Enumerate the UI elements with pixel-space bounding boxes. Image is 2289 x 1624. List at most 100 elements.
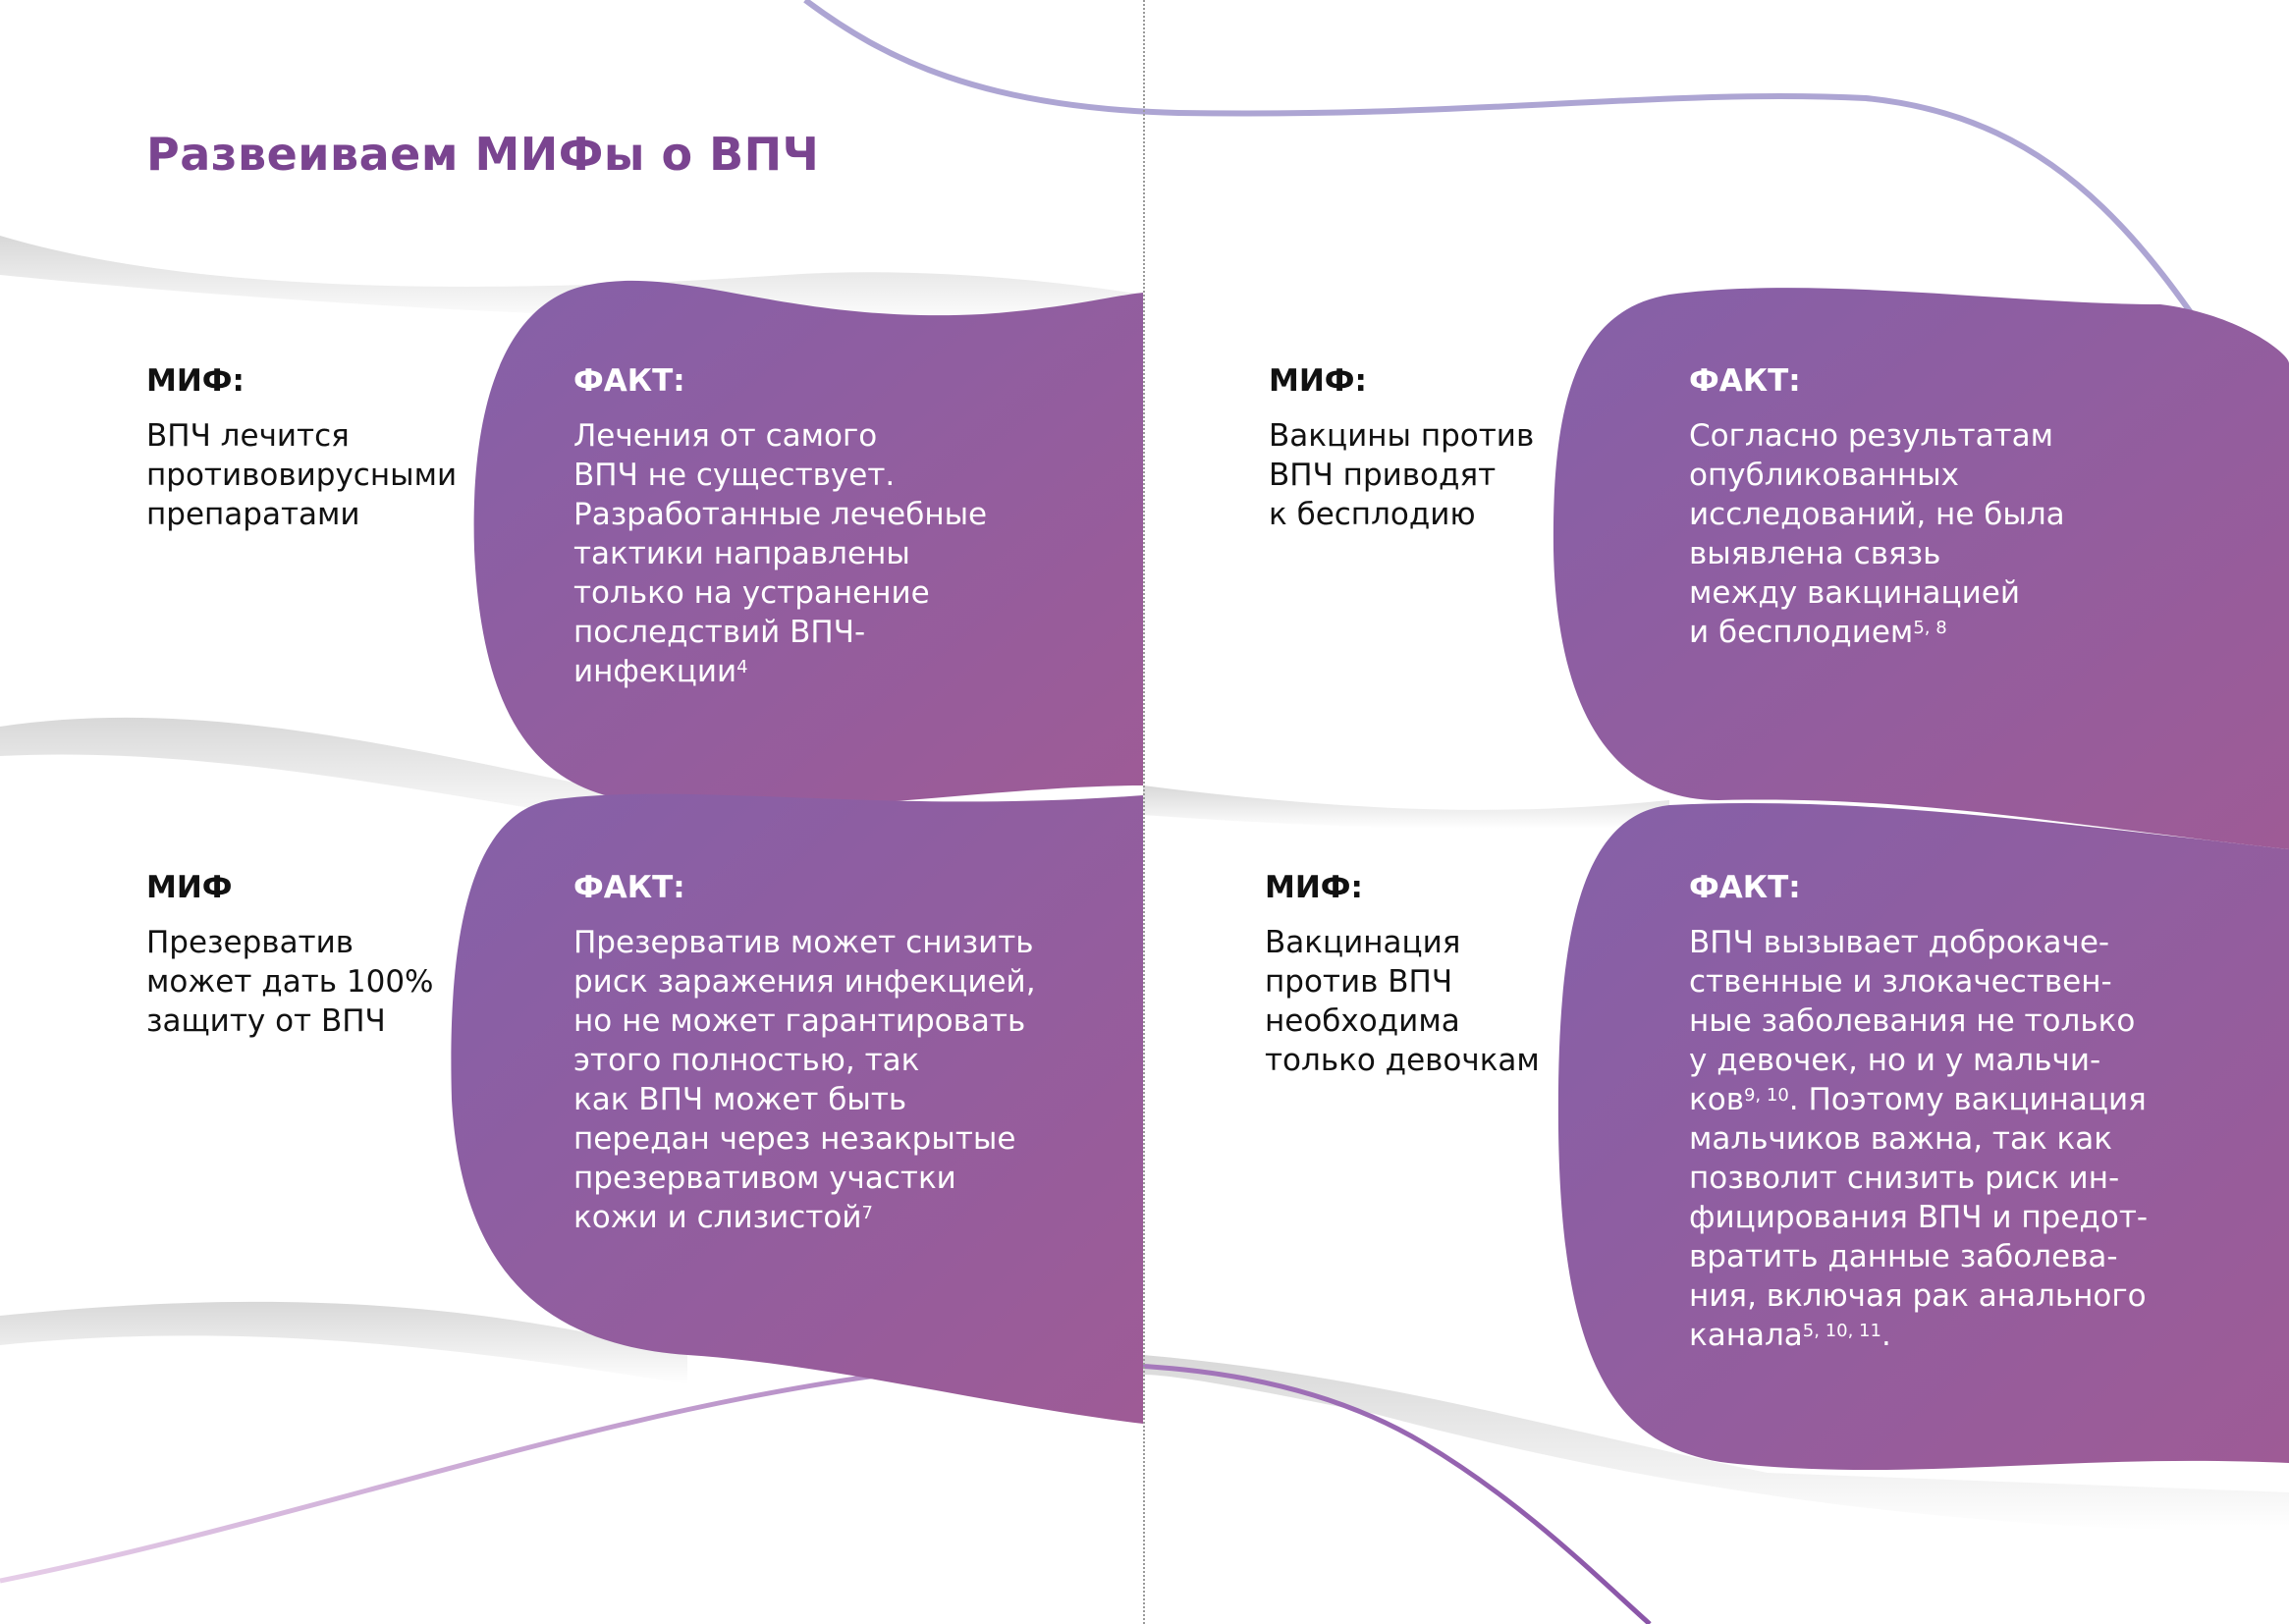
fact-label: ФАКТ: (573, 363, 685, 399)
fact-text: последствий ВПЧ- (573, 615, 866, 650)
myth-label: МИФ: (146, 363, 245, 399)
fact-text: и бесплодием (1689, 615, 1914, 650)
fact-text: ВПЧ не существует. (573, 458, 896, 493)
wave-shadow (0, 236, 1143, 324)
myth-text-line: ВПЧ приводят (1269, 458, 1497, 493)
fact-text: выявлена связь (1689, 536, 1941, 571)
fact-text-line: тактики направлены (573, 534, 987, 573)
fact-text: . (1880, 1318, 1891, 1353)
fact-text: опубликованных (1689, 458, 1959, 493)
fact-text: между вакцинацией (1689, 575, 2020, 611)
fact-text: передан через незакрытые (573, 1121, 1016, 1157)
myth-text-line: противовирусными (146, 458, 458, 493)
fact-text-line: между вакцинацией (1689, 573, 2065, 613)
fact-text: презервативом участки (573, 1161, 956, 1196)
fact-text: исследований, не была (1689, 497, 2065, 532)
fact-text-line: ственные и злокачествен- (1689, 962, 2148, 1001)
reference-superscript: 9, 10 (1743, 1085, 1789, 1106)
fact-text: Согласно результатам (1689, 418, 2054, 454)
page-fold-line (1143, 0, 1145, 1624)
myth-text-line: Вакцинация (1265, 925, 1461, 960)
fact-text: кожи и слизистой (573, 1200, 862, 1235)
myth-text-line: необходима (1265, 1003, 1460, 1039)
fact-blob-1 (473, 280, 1143, 809)
fact-text: у девочек, но и у мальчи- (1689, 1043, 2101, 1078)
fact-text-line: как ВПЧ может быть (573, 1080, 1036, 1119)
fact-label: ФАКТ: (1689, 870, 1801, 905)
fact-text-line: только на устранение (573, 573, 987, 613)
fact-text-line: исследований, не была (1689, 495, 2065, 534)
reference-superscript: 4 (736, 657, 748, 677)
page-title: Развеиваем МИФы о ВПЧ (146, 128, 820, 181)
fact-text-line: кожи и слизистой7 (573, 1198, 1036, 1237)
fact-text-line: Лечения от самого (573, 416, 987, 456)
fact-text-line: мальчиков важна, так как (1689, 1119, 2148, 1159)
fact-text: Разработанные лечебные (573, 497, 988, 532)
fact-text-line: Разработанные лечебные (573, 495, 987, 534)
fact-label: ФАКТ: (1689, 363, 1801, 399)
fact-text-line: опубликованных (1689, 456, 2065, 495)
myth-label: МИФ: (1269, 363, 1367, 399)
fact-text-line: риск заражения инфекцией, (573, 962, 1036, 1001)
fact-text-line: у девочек, но и у мальчи- (1689, 1041, 2148, 1080)
wave-shadow (1143, 1355, 2289, 1532)
myth-text-line: защиту от ВПЧ (146, 1003, 386, 1039)
myth-text-line: к бесплодию (1269, 497, 1476, 532)
fact-text: Лечения от самого (573, 418, 878, 454)
reference-superscript: 5, 10, 11 (1802, 1321, 1881, 1341)
reference-superscript: 5, 8 (1913, 618, 1947, 638)
fact-text-line: выявлена связь (1689, 534, 2065, 573)
fact-text-line: этого полностью, так (573, 1041, 1036, 1080)
fact-text: ВПЧ вызывает доброкаче- (1689, 925, 2110, 960)
fact-blob-4 (1557, 803, 2289, 1471)
fact-text-line: передан через незакрытые (573, 1119, 1036, 1159)
fact-text: риск заражения инфекцией, (573, 964, 1036, 1000)
myth-text-line: только девочкам (1265, 1043, 1540, 1078)
myth-block: МИФ: ВПЧ лечится противовирусными препарата… (146, 361, 457, 534)
fact-text: ков (1689, 1082, 1744, 1117)
fact-text-line: но не может гарантировать (573, 1001, 1036, 1041)
myth-text-line: может дать 100% (146, 964, 434, 1000)
fact-text: но не может гарантировать (573, 1003, 1026, 1039)
myth-text-line: против ВПЧ (1265, 964, 1453, 1000)
fact-text: этого полностью, так (573, 1043, 920, 1078)
fact-text-line: и бесплодием5, 8 (1689, 613, 2065, 652)
fact-text: мальчиков важна, так как (1689, 1121, 2112, 1157)
fact-text: канала (1689, 1318, 1803, 1353)
fact-text-line: позволит снизить риск ин- (1689, 1159, 2148, 1198)
myth-label: МИФ: (1265, 870, 1363, 905)
fact-text: Презерватив может снизить (573, 925, 1034, 960)
fact-text-line: фицирования ВПЧ и предот- (1689, 1198, 2148, 1237)
fact-text: ния, включая рак анального (1689, 1278, 2147, 1314)
fact-text-line: Согласно результатам (1689, 416, 2065, 456)
fact-text: ные заболевания не только (1689, 1003, 2136, 1039)
reference-superscript: 7 (861, 1203, 873, 1223)
fact-blob-2 (1553, 288, 2289, 849)
fact-text-line: ВПЧ вызывает доброкаче- (1689, 923, 2148, 962)
wave-shadow (0, 1301, 687, 1384)
fact-text: вратить данные заболева- (1689, 1239, 2118, 1274)
fact-text-line: презервативом участки (573, 1159, 1036, 1198)
fact-text: фицирования ВПЧ и предот- (1689, 1200, 2149, 1235)
myth-label: МИФ (146, 870, 233, 905)
fact-text-line: вратить данные заболева- (1689, 1237, 2148, 1276)
fact-text-line: Презерватив может снизить (573, 923, 1036, 962)
fact-text: только на устранение (573, 575, 930, 611)
fact-text: . Поэтому вакцинация (1788, 1082, 2147, 1117)
fact-text: как ВПЧ может быть (573, 1082, 907, 1117)
myth-text-line: препаратами (146, 497, 360, 532)
fact-text-line: ния, включая рак анального (1689, 1276, 2148, 1316)
fact-text: ственные и злокачествен- (1689, 964, 2112, 1000)
myth-text-line: ВПЧ лечится (146, 418, 350, 454)
myth-text-line: Вакцины против (1269, 418, 1535, 454)
fact-text: инфекции (573, 654, 737, 689)
fact-text-line: ков9, 10. Поэтому вакцинация (1689, 1080, 2148, 1119)
wave-shadow (0, 717, 687, 835)
fact-block: ФАКТ: Согласно результатам опубликованных и… (1689, 361, 2065, 652)
fact-text-line: ВПЧ не существует. (573, 456, 987, 495)
